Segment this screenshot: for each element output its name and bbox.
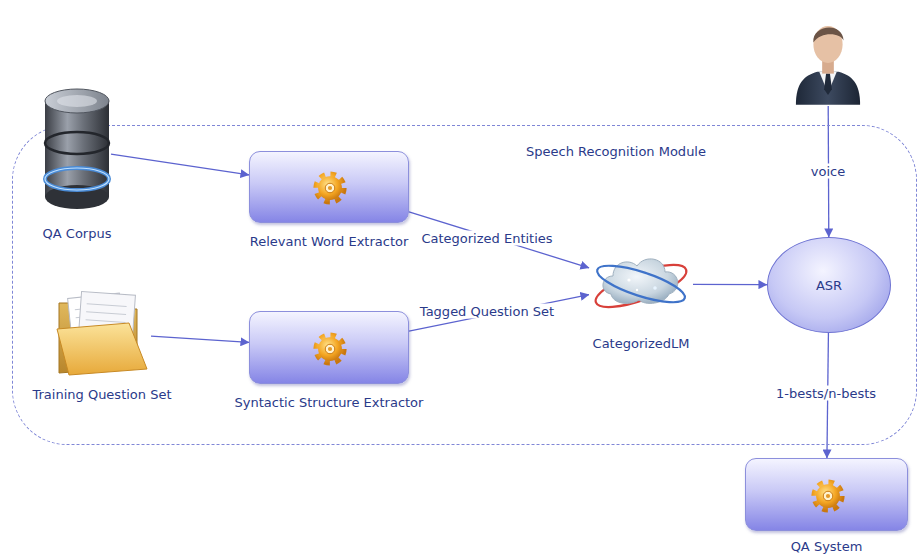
edge-label: Tagged Question Set	[418, 304, 556, 319]
process-box: Relevant Word Extractor	[249, 151, 409, 223]
node-label: Syntactic Structure Extractor	[235, 395, 424, 410]
asr-ellipse: ASR	[767, 237, 891, 333]
language-model-icon-graphic	[589, 244, 693, 324]
user-icon-graphic	[792, 14, 864, 106]
edge-label: 1-bests/n-bests	[774, 386, 878, 401]
process-box: QA System	[745, 458, 908, 531]
gear-icon	[809, 477, 847, 515]
user-icon	[792, 14, 864, 106]
arrow-connector	[409, 295, 589, 332]
arrow-connector	[693, 284, 767, 286]
folder-icon: Training Question Set	[53, 289, 151, 377]
database-icon: QA Corpus	[43, 87, 111, 211]
language-model-icon: CategorizedLM	[589, 244, 693, 324]
gear-icon	[311, 169, 349, 207]
arrow-connector	[151, 336, 249, 342]
gear-icon	[311, 330, 349, 368]
node-label: QA System	[791, 539, 863, 554]
node-label: Relevant Word Extractor	[250, 234, 409, 249]
folder-icon-graphic	[53, 289, 151, 377]
database-icon-graphic	[43, 87, 111, 211]
node-label: CategorizedLM	[593, 336, 690, 351]
edge-label: Categorized Entities	[419, 231, 554, 246]
node-label: QA Corpus	[43, 226, 112, 241]
region-title: Speech Recognition Module	[526, 144, 706, 159]
process-box: Syntactic Structure Extractor	[249, 311, 409, 384]
edge-label: voice	[809, 164, 847, 179]
arrow-connector	[409, 212, 589, 268]
node-label: ASR	[816, 278, 842, 293]
arrow-connector	[111, 154, 249, 175]
node-label: Training Question Set	[32, 387, 171, 402]
